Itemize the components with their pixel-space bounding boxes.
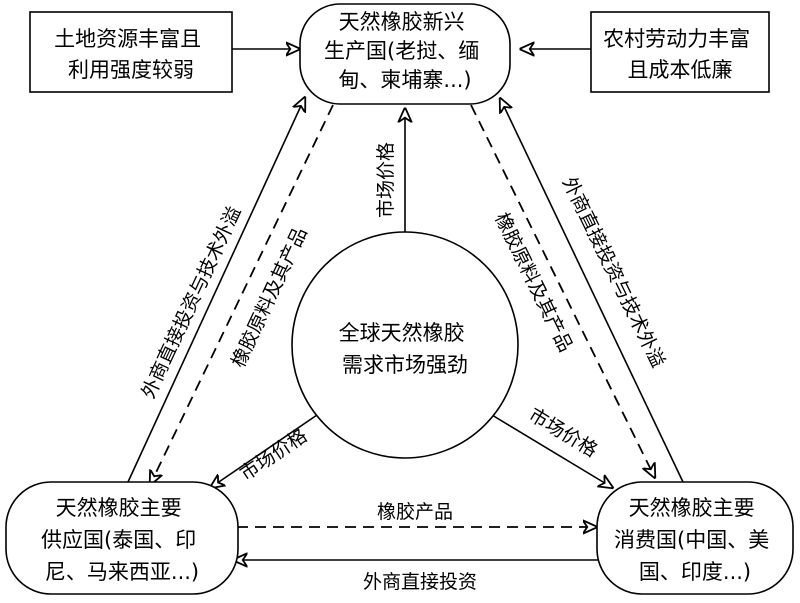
label-left-fdi-tech: 外商直接投资与技术外溢 bbox=[137, 203, 245, 402]
label-bottom-fdi: 外商直接投资 bbox=[363, 571, 477, 593]
main-supplier-text: 天然橡胶主要 供应国(泰国、印 尼、马来西亚...) bbox=[41, 496, 203, 584]
arrow-center-right bbox=[491, 414, 613, 488]
emerging-producer-text: 天然橡胶新兴 生产国(老挝、缅 甸、柬埔寨...) bbox=[324, 10, 486, 92]
arrow-left-rubber bbox=[150, 104, 334, 485]
land-resources-text: 土地资源丰富且 利用强度较弱 bbox=[54, 27, 208, 82]
rural-labor-text: 农村劳动力丰富 且成本低廉 bbox=[603, 27, 757, 82]
label-center-left: 市场价格 bbox=[236, 425, 311, 486]
arrow-left-fdi-tech bbox=[127, 97, 305, 483]
arrow-right-rubber bbox=[470, 104, 655, 478]
main-consumer-node bbox=[596, 481, 794, 595]
label-center-up: 市场价格 bbox=[375, 142, 397, 218]
global-demand-circle bbox=[291, 231, 519, 459]
rural-labor-box bbox=[590, 11, 770, 93]
arrow-center-left bbox=[210, 414, 318, 488]
emerging-producer-node bbox=[299, 3, 511, 105]
main-supplier-node bbox=[5, 481, 239, 595]
land-resources-box bbox=[29, 11, 233, 93]
label-center-right: 市场价格 bbox=[525, 404, 601, 462]
arrow-right-fdi-tech bbox=[500, 98, 684, 483]
main-consumer-text: 天然橡胶主要 消费国(中国、美 国、印度...) bbox=[614, 496, 776, 584]
global-demand-text: 全球天然橡胶 需求市场强劲 bbox=[339, 321, 472, 377]
label-bottom-products: 橡胶产品 bbox=[377, 501, 453, 523]
